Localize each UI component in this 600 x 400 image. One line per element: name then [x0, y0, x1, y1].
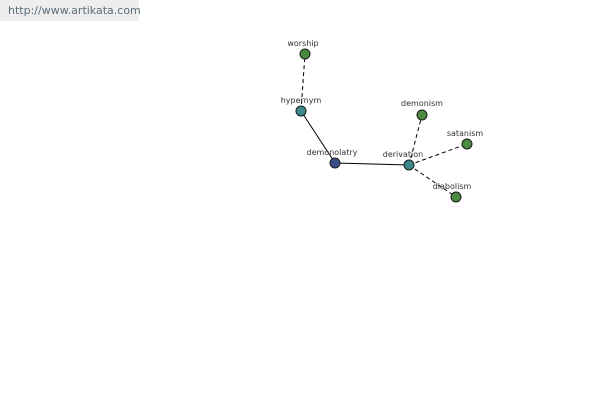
edges-layer	[300, 53, 468, 198]
node-label-diabolism: diabolism	[433, 182, 472, 191]
node-satanism[interactable]	[461, 138, 473, 150]
node-diabolism[interactable]	[450, 191, 462, 203]
edge-derivation-satanism	[408, 143, 468, 166]
source-link[interactable]: http://www.artikata.com	[0, 0, 141, 21]
node-label-demonism: demonism	[401, 99, 443, 108]
edge-demonolatry-hypernym	[300, 110, 336, 164]
node-hypernym[interactable]	[295, 105, 307, 117]
edge-derivation-demonism	[408, 114, 423, 166]
node-label-demonolatry: demonolatry	[307, 148, 358, 157]
edge-demonolatry-derivation	[334, 162, 410, 166]
node-label-derivation: derivation	[383, 150, 423, 159]
labels-layer: worship hypernym demonolatry derivation demo…	[281, 39, 484, 191]
node-label-satanism: satanism	[447, 129, 484, 138]
node-derivation[interactable]	[403, 159, 415, 171]
edge-hypernym-worship	[300, 53, 306, 112]
node-label-worship: worship	[287, 39, 318, 48]
node-demonism[interactable]	[416, 109, 428, 121]
edge-derivation-diabolism	[408, 164, 457, 198]
nodes-layer	[295, 48, 473, 203]
node-demonolatry[interactable]	[329, 157, 341, 169]
node-worship[interactable]	[299, 48, 311, 60]
node-label-hypernym: hypernym	[281, 96, 322, 105]
